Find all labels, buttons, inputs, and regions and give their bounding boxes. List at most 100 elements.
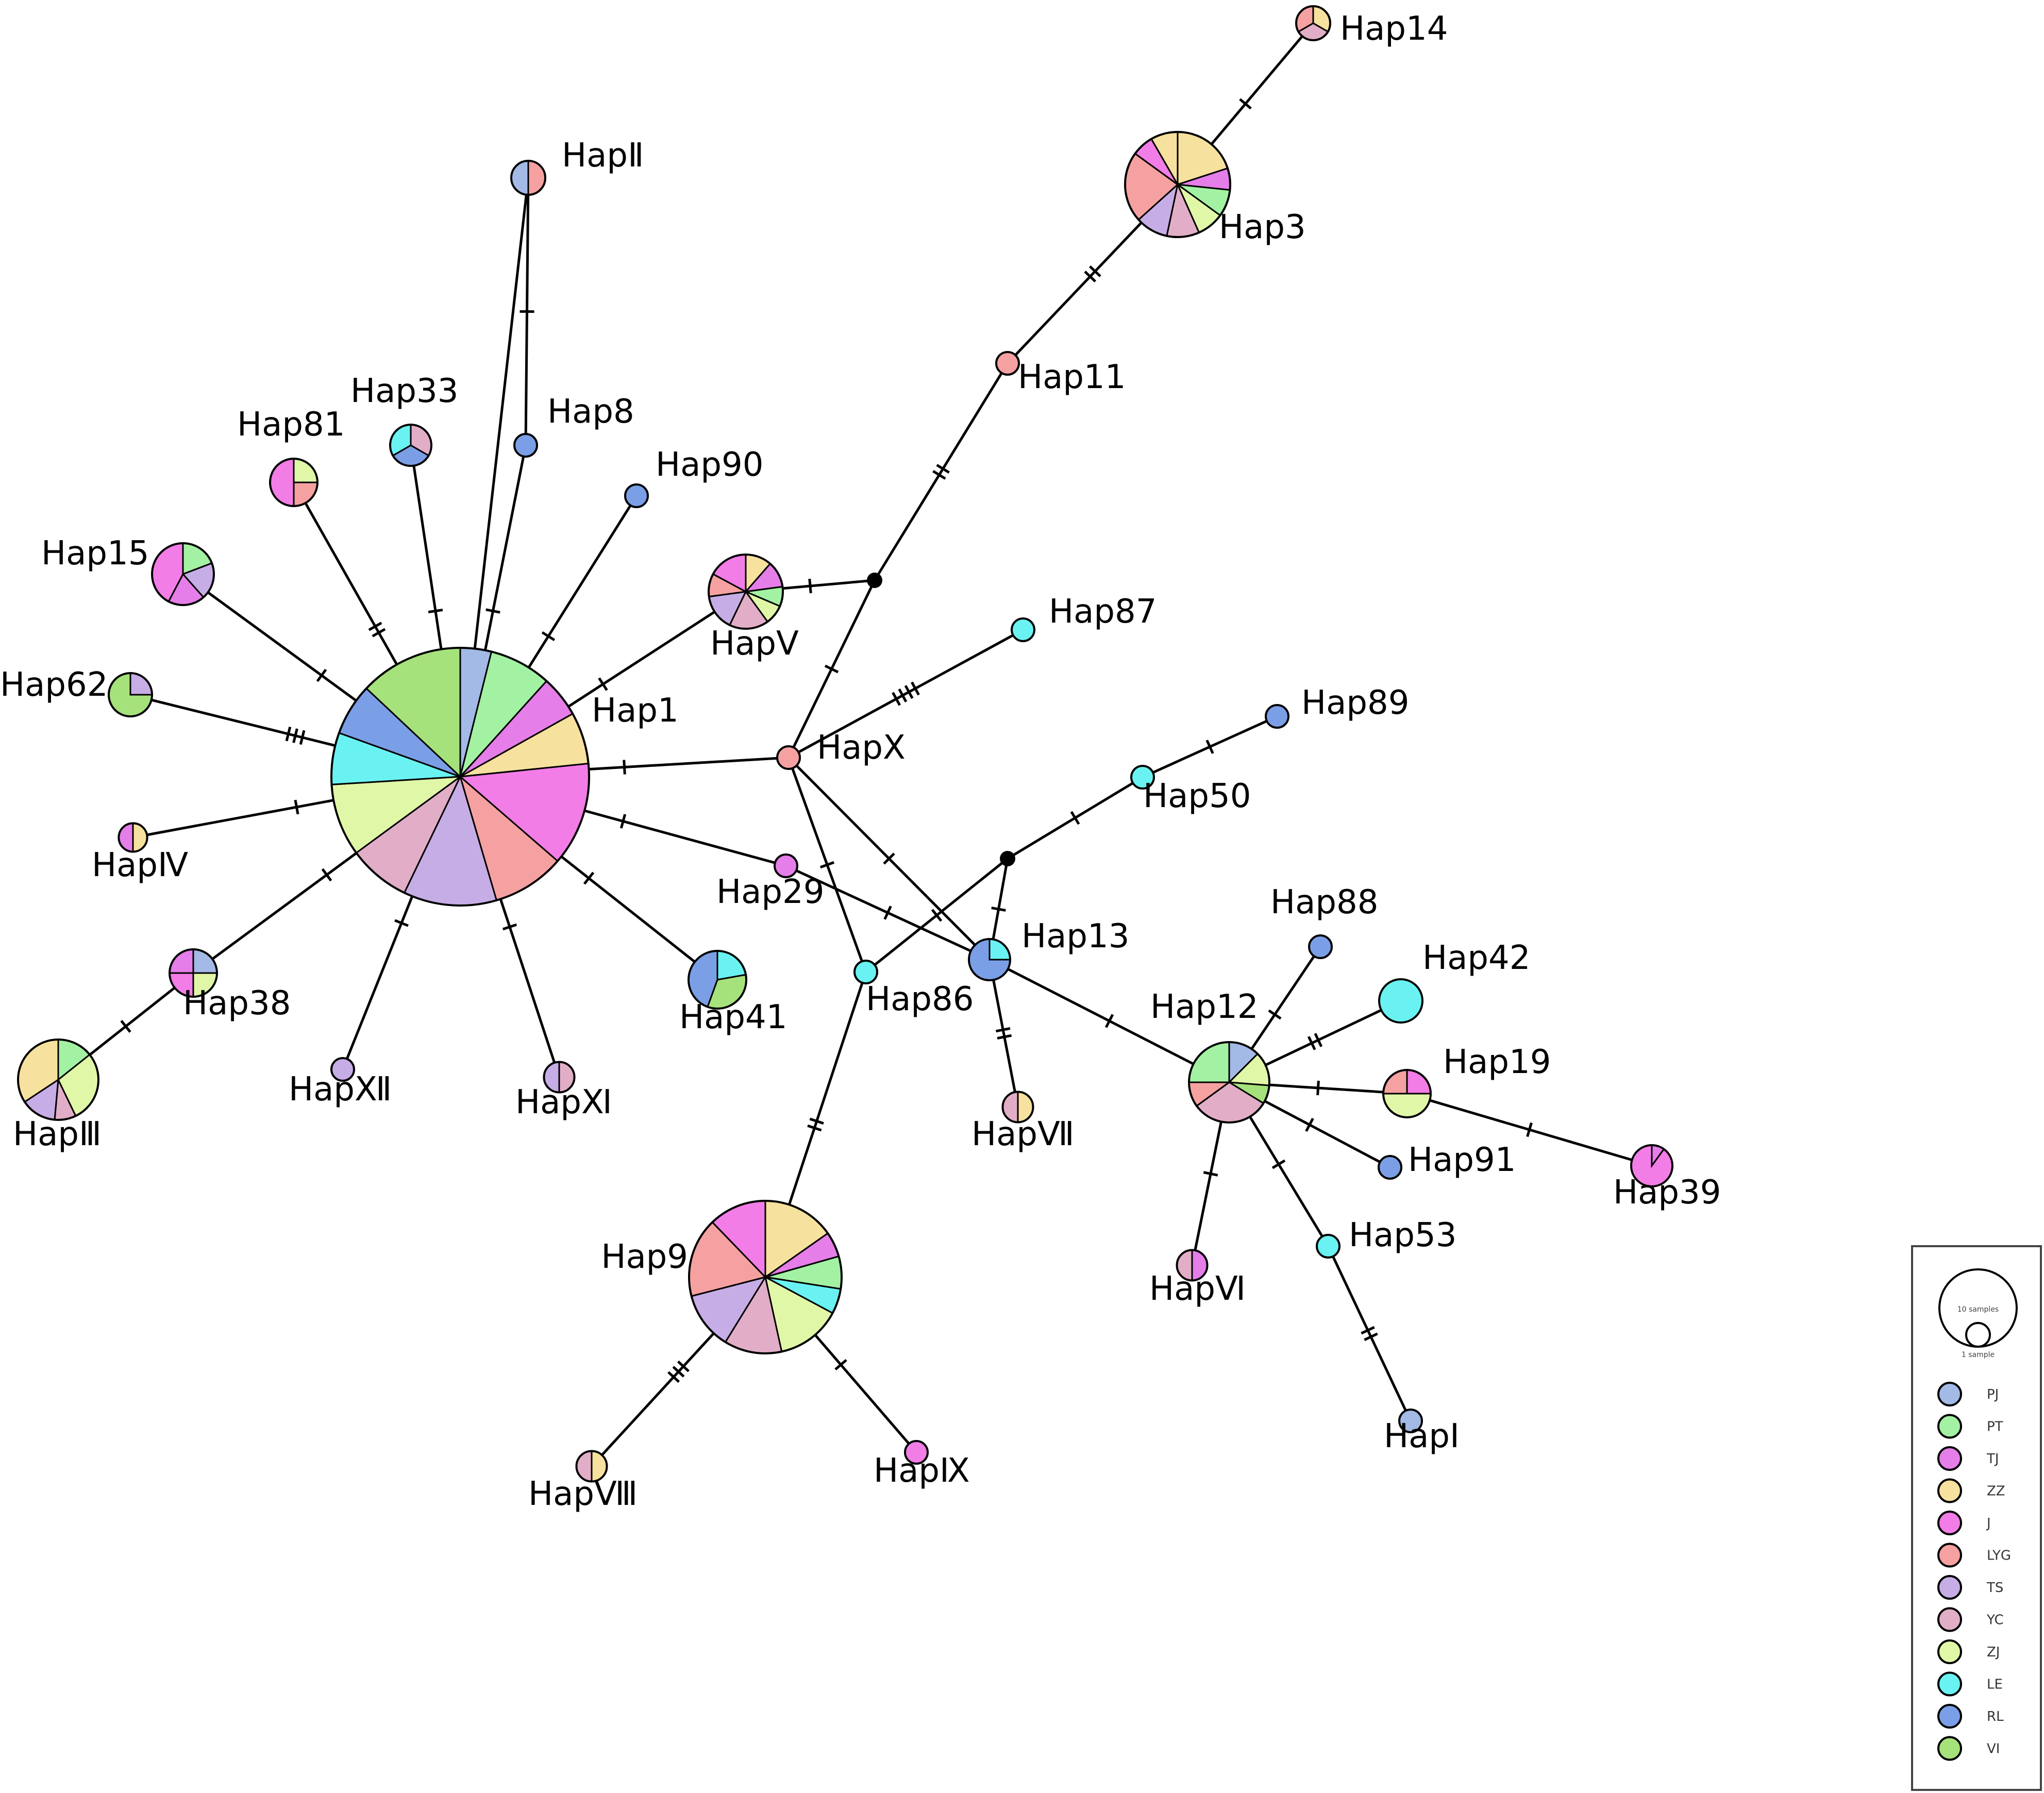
mutation-tick <box>120 1019 131 1033</box>
mutation-tick <box>541 631 556 642</box>
legend-label-PJ: PJ <box>1987 1387 1999 1402</box>
label-Hap9: Hap9 <box>601 1238 688 1276</box>
mutation-tick <box>1268 1009 1282 1020</box>
mutation-tick <box>936 464 950 474</box>
mutation-tick <box>316 668 327 682</box>
mutation-tick <box>883 906 892 920</box>
label-Hap39: Hap39 <box>1613 1174 1721 1212</box>
mutation-tick <box>1316 1080 1320 1096</box>
mutation-tick <box>911 681 920 696</box>
slice-PJ <box>1398 1409 1423 1433</box>
label-Hap91: Hap91 <box>1408 1141 1516 1179</box>
node-outline <box>688 1200 843 1354</box>
label-Hap81: Hap81 <box>237 406 345 444</box>
edge-Hap53-HapI <box>1327 1245 1412 1422</box>
node-Hap9 <box>688 1200 843 1354</box>
label-Hap29: Hap29 <box>716 873 824 911</box>
mutation-tick <box>809 1117 824 1125</box>
label-Hap50: Hap50 <box>1143 777 1251 815</box>
mutation-ticks <box>120 98 1533 1383</box>
node-outline <box>968 938 1011 981</box>
label-Hap12: Hap12 <box>1150 988 1258 1026</box>
label-Hap33: Hap33 <box>350 372 458 410</box>
legend-swatch-LYG <box>1937 1543 1962 1568</box>
median-vector-mv1 <box>867 573 882 588</box>
slice-J <box>269 458 295 507</box>
mutation-tick <box>1361 1326 1375 1335</box>
legend-label-TS: TS <box>1986 1580 2003 1596</box>
node-Hap19 <box>1382 1069 1432 1118</box>
mutation-tick <box>299 730 306 745</box>
legend-box: 10 samples 1 sample PJPTTJZZJLYGTSYCZJLE… <box>1911 1245 2042 1791</box>
node-HapXI <box>543 1061 576 1094</box>
edge-HapX-Hap87 <box>788 628 1024 759</box>
node-Hap62 <box>108 672 153 717</box>
label-HapIX: HapⅨ <box>874 1452 970 1490</box>
legend-swatch-PJ <box>1937 1382 1962 1406</box>
mutation-tick <box>834 1359 847 1371</box>
legend-frame <box>1911 1245 2042 1791</box>
mutation-tick <box>1084 271 1097 283</box>
node-Hap1 <box>330 647 590 907</box>
haplotype-labels: Hap1Hap3Hap9Hap12Hap14HapⅡHap8Hap90Hap33… <box>0 10 1721 1513</box>
legend-label-J: J <box>1986 1516 1991 1531</box>
slice-TS <box>330 1057 355 1082</box>
label-HapIII: HapⅢ <box>13 1115 102 1153</box>
node-HapVI <box>1176 1249 1209 1282</box>
legend-label-TJ: TJ <box>1986 1451 1999 1467</box>
node-outline <box>575 1450 608 1483</box>
mutation-tick <box>824 664 839 674</box>
legend-label-ZJ: ZJ <box>1987 1645 2000 1660</box>
label-Hap88: Hap88 <box>1270 883 1378 921</box>
label-Hap1: Hap1 <box>592 692 679 730</box>
legend-swatch-ZJ <box>1937 1639 1962 1664</box>
slice-LYG <box>776 745 801 770</box>
label-HapI: HapⅠ <box>1384 1417 1460 1455</box>
node-Hap13 <box>968 938 1011 981</box>
mutation-tick <box>1205 740 1214 754</box>
slice-ZJ <box>1382 1093 1432 1118</box>
mutation-tick <box>892 692 901 706</box>
label-Hap8: Hap8 <box>547 393 634 431</box>
mutation-tick <box>1088 265 1101 277</box>
mutation-tick <box>1314 1033 1323 1047</box>
slice-LE <box>1130 765 1155 790</box>
legend-label-VI: VI <box>1987 1741 2000 1757</box>
slice-LYG <box>995 351 1020 376</box>
node-Hap86 <box>853 960 878 984</box>
legend-swatch-ZZ <box>1937 1478 1962 1503</box>
legend-label-RL: RL <box>1987 1709 2004 1724</box>
label-Hap14: Hap14 <box>1340 10 1448 48</box>
mutation-tick <box>1070 811 1080 825</box>
mutation-tick <box>1239 98 1252 110</box>
node-outline <box>1382 1069 1432 1118</box>
label-HapIV: HapⅣ <box>92 846 188 884</box>
slice-LE <box>853 960 878 984</box>
label-HapVIII: HapⅧ <box>528 1475 638 1513</box>
node-HapI <box>1398 1409 1423 1433</box>
legend-swatch-YC <box>1937 1607 1962 1632</box>
legend-swatch-RL <box>1937 1704 1962 1729</box>
edge-Hap13-HapVII <box>988 959 1019 1108</box>
node-outline <box>151 542 215 606</box>
median-vector-mv2 <box>1000 851 1015 866</box>
legend-label-ZZ: ZZ <box>1987 1484 2005 1499</box>
mutation-tick <box>368 622 382 631</box>
slice-RL <box>1378 1155 1402 1180</box>
mutation-tick <box>428 608 443 614</box>
legend-swatch-PT <box>1937 1414 1962 1439</box>
mutation-tick <box>623 760 626 775</box>
node-HapVIII <box>575 1450 608 1483</box>
slice-J <box>904 1440 929 1465</box>
label-Hap11: Hap11 <box>1018 358 1126 396</box>
node-HapVII <box>1001 1091 1034 1124</box>
node-Hap42 <box>1378 978 1423 1024</box>
legend-swatch-TS <box>1937 1575 1962 1600</box>
node-Hap87 <box>1011 617 1035 642</box>
mutation-tick <box>991 907 1006 912</box>
node-outline <box>1630 1144 1673 1187</box>
mutation-tick <box>372 628 386 638</box>
mutation-tick <box>672 1366 685 1378</box>
legend-label-YC: YC <box>1986 1613 2004 1628</box>
